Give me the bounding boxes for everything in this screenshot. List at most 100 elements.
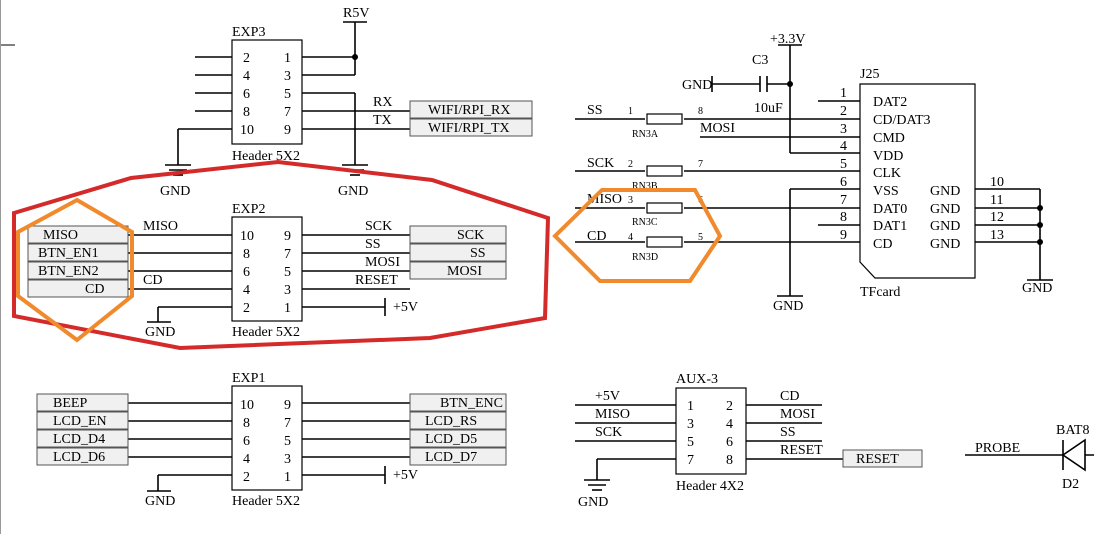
- svg-text:CMD: CMD: [873, 131, 905, 146]
- svg-text:5: 5: [698, 232, 703, 243]
- port-reset: [842, 449, 923, 468]
- svg-text:4: 4: [243, 69, 250, 84]
- tf-conn-type: TFcard: [860, 285, 900, 300]
- svg-text:MOSI: MOSI: [780, 407, 815, 422]
- svg-text:SS: SS: [780, 425, 796, 440]
- svg-text:RESET: RESET: [856, 452, 899, 467]
- svg-text:RESET: RESET: [780, 443, 823, 458]
- svg-text:8: 8: [726, 453, 733, 468]
- svg-text:8: 8: [243, 105, 250, 120]
- svg-text:3: 3: [840, 122, 847, 137]
- exp3-body: [231, 39, 303, 145]
- svg-text:2: 2: [840, 104, 847, 119]
- svg-text:MOSI: MOSI: [447, 264, 482, 279]
- aux-type: Header 4X2: [676, 479, 744, 494]
- tf-connector-body: [859, 83, 976, 279]
- exp3-ref: EXP3: [232, 25, 265, 40]
- svg-text:LCD_D5: LCD_D5: [425, 432, 477, 447]
- exp2-vcc: +5V: [393, 300, 418, 315]
- svg-text:LCD_EN: LCD_EN: [53, 414, 107, 429]
- probe-net: PROBE: [975, 441, 1020, 456]
- svg-text:VDD: VDD: [873, 149, 903, 164]
- svg-text:2: 2: [726, 399, 733, 414]
- svg-text:GND: GND: [930, 184, 960, 199]
- exp1-ref: EXP1: [232, 371, 265, 386]
- svg-text:5: 5: [284, 265, 291, 280]
- svg-text:1: 1: [284, 51, 291, 66]
- svg-text:5: 5: [284, 434, 291, 449]
- exp3-type: Header 5X2: [232, 149, 300, 164]
- svg-text:SCK: SCK: [457, 228, 484, 243]
- exp3-power: R5V: [343, 6, 369, 21]
- exp2-ref: EXP2: [232, 202, 265, 217]
- svg-text:7: 7: [840, 193, 847, 208]
- svg-text:CD: CD: [143, 273, 162, 288]
- svg-text:12: 12: [990, 210, 1004, 225]
- svg-text:BEEP: BEEP: [53, 396, 87, 411]
- svg-text:7: 7: [284, 416, 291, 431]
- svg-text:7: 7: [284, 247, 291, 262]
- svg-text:GND: GND: [930, 202, 960, 217]
- svg-text:9: 9: [284, 398, 291, 413]
- cap-ref: C3: [752, 53, 768, 68]
- svg-text:CD: CD: [780, 389, 799, 404]
- svg-text:SS: SS: [587, 103, 603, 118]
- svg-text:7: 7: [284, 105, 291, 120]
- svg-text:SCK: SCK: [365, 219, 392, 234]
- svg-text:7: 7: [698, 159, 703, 170]
- svg-text:9: 9: [840, 228, 847, 243]
- svg-text:3: 3: [284, 69, 291, 84]
- svg-text:1: 1: [284, 470, 291, 485]
- diode-ref: BAT8: [1056, 423, 1089, 438]
- svg-text:4: 4: [628, 232, 633, 243]
- svg-text:DAT0: DAT0: [873, 202, 907, 217]
- svg-text:3: 3: [284, 283, 291, 298]
- svg-text:CD: CD: [85, 282, 104, 297]
- exp2-body: [231, 216, 303, 322]
- red-highlight-hexagon: [12, 159, 551, 351]
- svg-text:MISO: MISO: [43, 228, 78, 243]
- svg-text:RN3C: RN3C: [632, 217, 658, 228]
- svg-text:9: 9: [284, 229, 291, 244]
- svg-text:3: 3: [687, 417, 694, 432]
- svg-text:LCD_D4: LCD_D4: [53, 432, 105, 447]
- svg-text:WIFI/RPI_RX: WIFI/RPI_RX: [428, 103, 510, 118]
- svg-text:DAT1: DAT1: [873, 219, 907, 234]
- svg-text:BTN_ENC: BTN_ENC: [440, 396, 503, 411]
- svg-text:3: 3: [284, 452, 291, 467]
- svg-text:SS: SS: [470, 246, 486, 261]
- aux-gnd: GND: [578, 495, 608, 510]
- svg-text:+5V: +5V: [595, 389, 620, 404]
- svg-text:LCD_D7: LCD_D7: [425, 450, 477, 465]
- exp3-gnd-right: GND: [338, 184, 368, 199]
- exp1-gnd: GND: [145, 494, 175, 509]
- exp1-type: Header 5X2: [232, 494, 300, 509]
- orange-highlight-left: [16, 197, 134, 343]
- svg-text:2: 2: [243, 301, 250, 316]
- svg-text:MOSI: MOSI: [700, 121, 735, 136]
- svg-text:GND: GND: [930, 219, 960, 234]
- svg-text:10: 10: [240, 229, 254, 244]
- svg-text:5: 5: [687, 435, 694, 450]
- svg-text:4: 4: [243, 283, 250, 298]
- svg-text:SS: SS: [365, 237, 381, 252]
- svg-text:SCK: SCK: [587, 156, 614, 171]
- svg-text:GND: GND: [930, 237, 960, 252]
- svg-text:2: 2: [243, 51, 250, 66]
- diode-designator: D2: [1062, 477, 1079, 492]
- exp1-body: [231, 385, 303, 491]
- svg-text:MISO: MISO: [143, 219, 178, 234]
- svg-text:DAT2: DAT2: [873, 95, 907, 110]
- svg-text:1: 1: [284, 301, 291, 316]
- tf-gnd-bottom: GND: [773, 299, 803, 314]
- exp3-gnd-left: GND: [160, 184, 190, 199]
- svg-text:4: 4: [840, 139, 847, 154]
- svg-text:RN3A: RN3A: [632, 129, 659, 140]
- svg-text:8: 8: [243, 416, 250, 431]
- svg-text:10: 10: [240, 123, 254, 138]
- svg-text:RESET: RESET: [355, 273, 398, 288]
